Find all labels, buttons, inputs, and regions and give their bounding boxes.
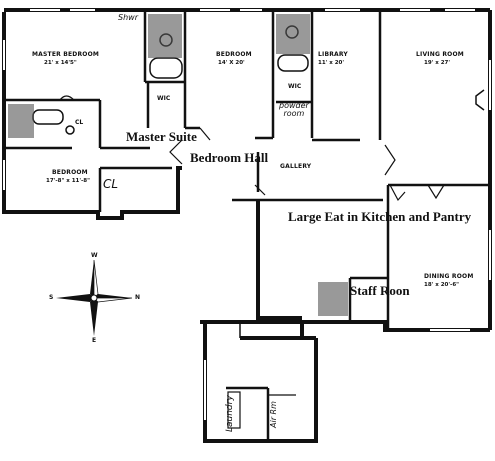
bedroom-hall-annotation: Bedroom Hall <box>190 150 269 165</box>
compass-e: E <box>92 337 97 344</box>
laundry-label: Laundry <box>225 395 235 432</box>
door-swings <box>59 95 445 202</box>
closet-label-1: CL <box>75 119 84 126</box>
bedroom-3-dims: 17'-8" x 11'-8" <box>46 178 91 184</box>
kitchen-annotation: Large Eat in Kitchen and Pantry <box>288 209 472 224</box>
compass-rose <box>56 259 133 336</box>
master-suite-annotation: Master Suite <box>126 129 197 144</box>
dining-room-label: DINING ROOM <box>424 273 474 280</box>
fireplace <box>475 89 485 111</box>
bedroom-3-label: BEDROOM <box>52 169 88 176</box>
compass-n: N <box>135 294 141 301</box>
master-bedroom-label: MASTER BEDROOM <box>32 51 100 58</box>
interior-walls <box>4 12 490 441</box>
exterior-walls <box>2 8 492 443</box>
library-dims: 11' x 20' <box>318 60 345 66</box>
compass-s: S <box>49 294 54 301</box>
living-room-label: LIVING ROOM <box>416 51 464 58</box>
bathroom-tile <box>8 14 348 316</box>
windows <box>3 9 491 420</box>
closet-label-2: CL <box>103 177 119 191</box>
dining-room-dims: 18' x 20'-6" <box>424 282 460 288</box>
bedroom-2-label: BEDROOM <box>216 51 252 58</box>
compass-w: W <box>91 252 98 259</box>
shower-label: Shwr <box>118 13 138 22</box>
staff-room-annotation: Staff Roon <box>350 283 410 298</box>
library-label: LIBRARY <box>318 51 348 58</box>
wic-label-1: WIC <box>157 95 171 102</box>
bedroom-2-dims: 14' X 20' <box>218 60 245 66</box>
air-room-label: Air Rm <box>269 401 278 428</box>
living-room-dims: 19' x 27' <box>424 60 451 66</box>
gallery-label: GALLERY <box>280 163 312 170</box>
wic-label-2: WIC <box>288 83 302 90</box>
master-bedroom-dims: 21' x 14'5" <box>44 60 77 66</box>
